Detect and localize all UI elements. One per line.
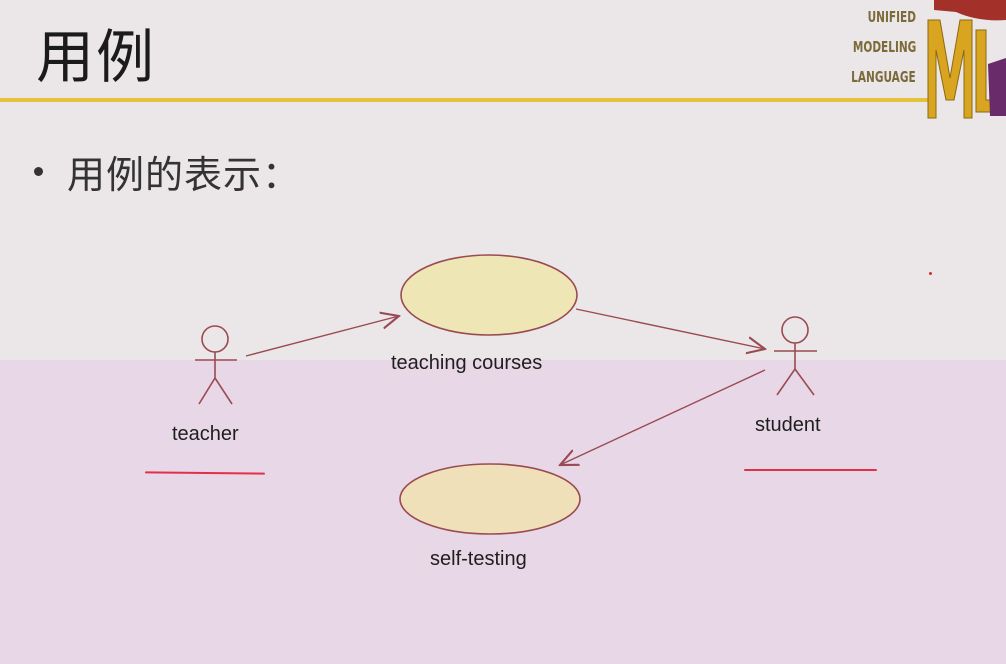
actor-label-teacher: teacher: [172, 423, 239, 445]
logo-line-modeling: MODELING: [852, 38, 916, 56]
actor-teacher-figure-icon: [195, 325, 237, 405]
bullet-dot-icon: [34, 167, 43, 176]
logo-line-unified: UNIFIED: [867, 8, 916, 26]
logo-line-language: LANGUAGE: [851, 68, 916, 86]
uml-logo-mark-icon: [927, 0, 1006, 119]
association-teaching-student: [575, 308, 765, 349]
use-case-label-teaching-courses: teaching courses: [391, 352, 543, 374]
page-title: 用例: [36, 23, 157, 91]
title-divider: [0, 98, 930, 102]
association-student-selftesting: [560, 369, 766, 465]
uml-logo: UNIFIED MODELING LANGUAGE: [838, 0, 1006, 122]
use-case-label-self-testing: self-testing: [430, 548, 527, 570]
use-case-teaching-courses: [400, 254, 578, 336]
bullet-item: 用例的表示：: [34, 144, 301, 199]
bullet-text: 用例的表示：: [67, 153, 302, 197]
use-case-self-testing: [399, 463, 581, 535]
actor-label-student: student: [755, 414, 821, 436]
association-teacher-teaching: [245, 316, 399, 357]
actor-student-figure-icon: [774, 316, 817, 396]
student-underline-annotation: [744, 469, 877, 471]
annotation-dot: [929, 272, 932, 275]
